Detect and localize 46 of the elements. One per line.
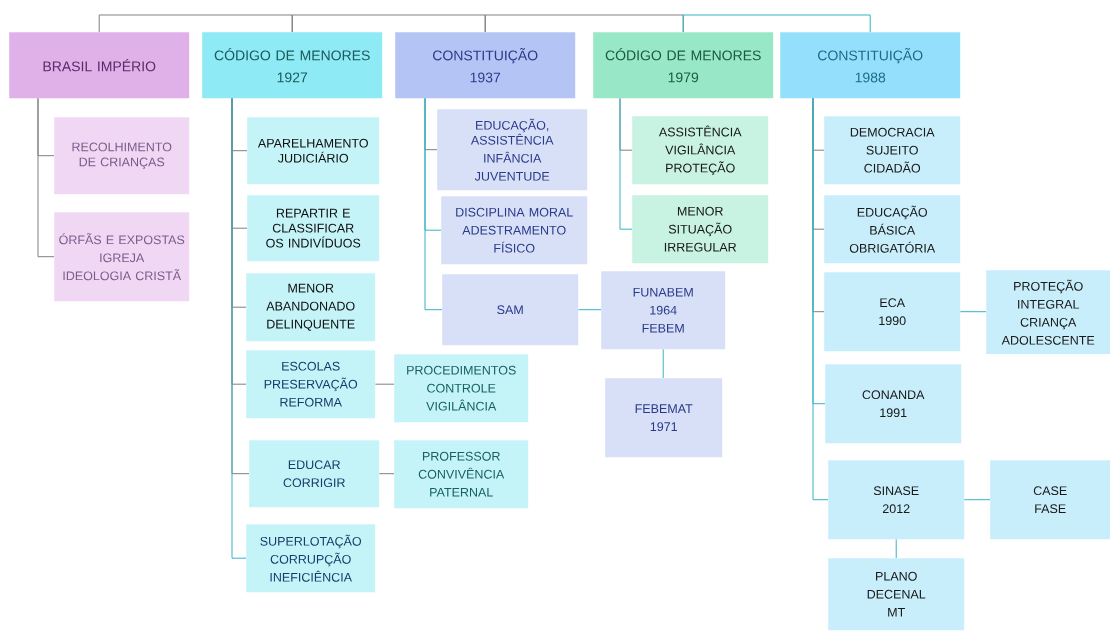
topic-box: PROTEÇÃO INTEGRAL CRIANÇA ADOLESCENTE xyxy=(986,270,1110,355)
topic-box: ESCOLAS PRESERVAÇÃO REFORMA xyxy=(246,350,376,419)
topic-box: PLANO DECENAL MT xyxy=(828,558,965,631)
topic-box: EDUCAÇÃO, ASSISTÊNCIA INFÂNCIA JUVENTUDE xyxy=(437,109,588,191)
topic-box: ECA 1990 xyxy=(824,272,961,352)
connector xyxy=(231,97,247,559)
connector xyxy=(291,14,486,33)
header-box: CÓDIGO DE MENORES 1927 xyxy=(202,32,383,99)
connector xyxy=(577,309,602,311)
connector xyxy=(424,97,443,311)
connector xyxy=(374,383,395,385)
connector xyxy=(895,538,897,559)
topic-box: EDUCAÇÃO BÁSICA OBRIGATÓRIA xyxy=(824,195,961,264)
connector xyxy=(378,473,395,475)
topic-box: SINASE 2012 xyxy=(828,460,965,540)
connector xyxy=(484,14,684,33)
topic-box: ÓRFÃS E EXPOSTAS IGREJA IDEOLOGIA CRISTÃ xyxy=(54,212,190,302)
topic-box: REPARTIR E CLASSIFICAR OS INDIVÍDUOS xyxy=(247,195,380,262)
topic-box: CONANDA 1991 xyxy=(825,364,962,444)
topic-box: APARELHAMENTO JUDICIÁRIO xyxy=(247,117,380,185)
connector xyxy=(98,14,293,33)
topic-box: FEBEMAT 1971 xyxy=(605,378,723,458)
topic-box: MENOR SITUAÇÃO IRREGULAR xyxy=(632,195,769,264)
topic-box: SAM xyxy=(442,274,579,346)
topic-box: ASSISTÊNCIA VIGILÂNCIA PROTEÇÃO xyxy=(632,116,769,185)
connector xyxy=(812,97,829,501)
topic-box: SUPERLOTAÇÃO CORRUPÇÃO INEFICIÊNCIA xyxy=(246,524,376,593)
topic-box: EDUCAR CORRIGIR xyxy=(249,440,380,508)
connector xyxy=(37,97,55,258)
connector xyxy=(682,14,871,33)
header-box: BRASIL IMPÉRIO xyxy=(9,32,190,99)
connector xyxy=(963,499,991,501)
topic-box: FUNABEM 1964 FEBEM xyxy=(601,271,726,350)
topic-box: PROFESSOR CONVIVÊNCIA PATERNAL xyxy=(394,440,529,509)
header-box: CONSTITUIÇÃO 1988 xyxy=(780,32,961,99)
topic-box: RECOLHIMENTO DE CRIANÇAS xyxy=(54,117,190,195)
topic-box: MENOR ABANDONADO DELINQUENTE xyxy=(246,273,376,342)
topic-box: CASE FASE xyxy=(990,460,1110,540)
topic-box: DEMOCRACIA SUJEITO CIDADÃO xyxy=(824,116,961,185)
topic-box: PROCEDIMENTOS CONTROLE VIGILÂNCIA xyxy=(394,354,529,423)
header-box: CÓDIGO DE MENORES 1979 xyxy=(593,32,774,99)
connector xyxy=(662,348,664,379)
header-box: CONSTITUIÇÃO 1937 xyxy=(395,32,576,99)
topic-box: DISCIPLINA MORAL ADESTRAMENTO FÍSICO xyxy=(441,196,588,265)
connector xyxy=(619,97,633,230)
connector xyxy=(959,311,987,313)
